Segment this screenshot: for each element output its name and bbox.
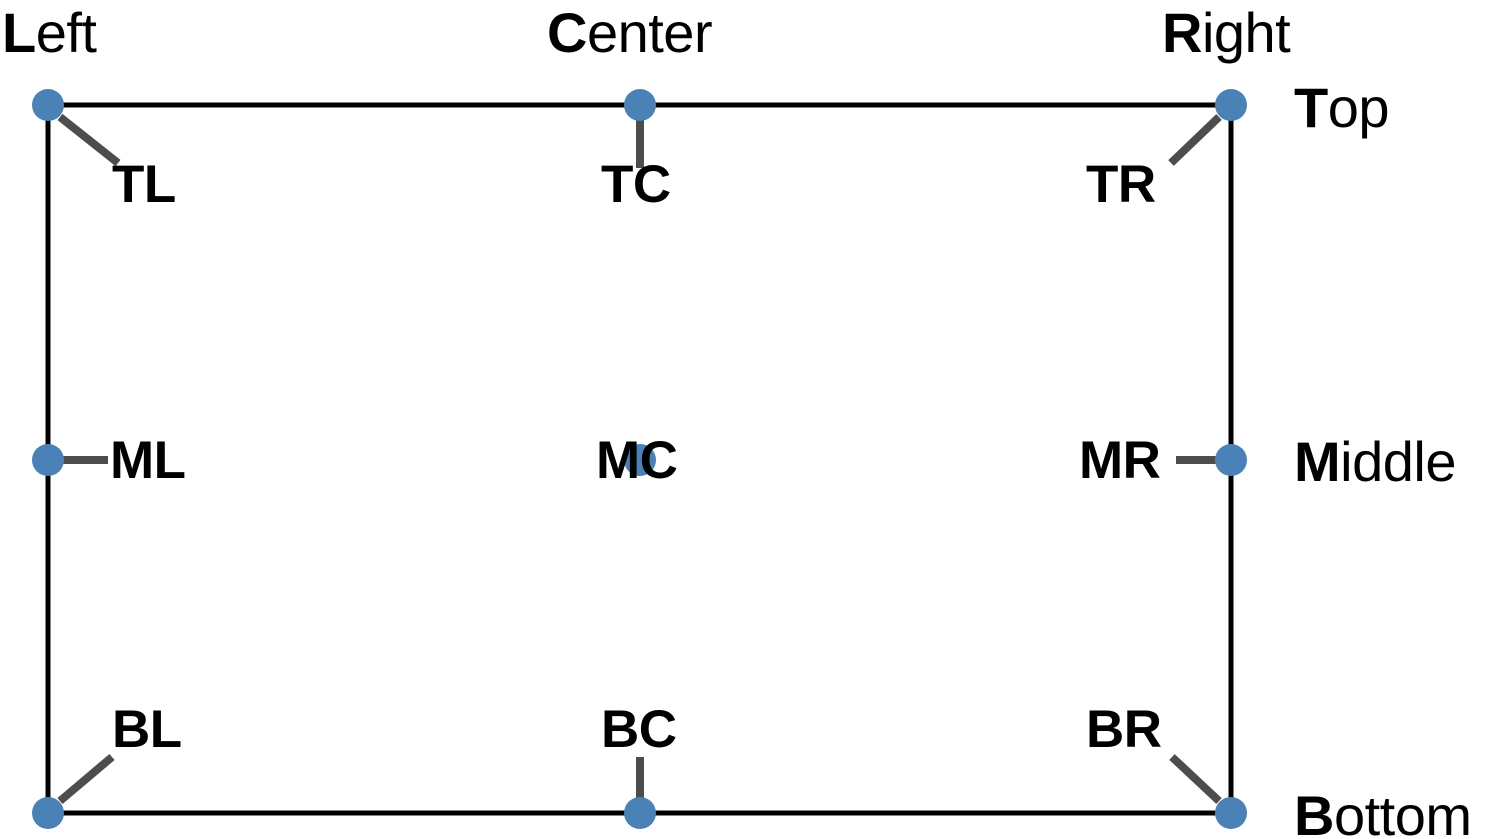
row-label-top-initial: T xyxy=(1294,76,1328,139)
column-label-left-initial: L xyxy=(2,1,36,64)
anchor-point-mr[interactable] xyxy=(1215,444,1247,476)
anchor-label-mr: MR xyxy=(1079,431,1161,490)
row-label-top: Top xyxy=(1294,80,1390,136)
anchor-label-br: BR xyxy=(1086,700,1162,759)
row-label-bottom-remainder: ottom xyxy=(1333,784,1472,839)
anchor-label-tc: TC xyxy=(601,155,671,214)
row-label-bottom-initial: B xyxy=(1294,784,1334,839)
column-label-right-remainder: ight xyxy=(1201,1,1291,64)
anchor-label-bc: BC xyxy=(601,700,677,759)
column-label-center: Center xyxy=(547,5,713,61)
anchor-label-tl: TL xyxy=(112,155,176,214)
column-label-center-initial: C xyxy=(547,1,587,64)
column-label-left: Left xyxy=(2,5,97,61)
column-label-right: Right xyxy=(1162,5,1291,61)
row-label-middle-initial: M xyxy=(1294,430,1341,493)
anchor-points xyxy=(32,89,1247,829)
anchor-point-bc[interactable] xyxy=(624,797,656,829)
anchor-point-br[interactable] xyxy=(1215,797,1247,829)
anchor-point-tr[interactable] xyxy=(1215,89,1247,121)
anchor-point-tc[interactable] xyxy=(624,89,656,121)
row-label-middle-remainder: iddle xyxy=(1340,430,1456,493)
row-label-middle: Middle xyxy=(1294,434,1456,490)
column-label-right-initial: R xyxy=(1162,1,1202,64)
anchor-point-tl[interactable] xyxy=(32,89,64,121)
anchor-point-bl[interactable] xyxy=(32,797,64,829)
column-label-center-remainder: enter xyxy=(586,1,713,64)
anchor-label-tr: TR xyxy=(1086,155,1156,214)
anchor-label-ml: ML xyxy=(110,431,186,490)
anchor-point-mc[interactable] xyxy=(624,444,656,476)
row-label-top-remainder: op xyxy=(1327,76,1390,139)
leader-line-tl xyxy=(57,113,121,167)
leader-lines xyxy=(57,113,1222,805)
anchor-label-bl: BL xyxy=(112,700,182,759)
leader-line-bl xyxy=(57,753,115,805)
row-label-bottom: Bottom xyxy=(1294,788,1472,839)
anchor-point-ml[interactable] xyxy=(32,444,64,476)
leader-line-br xyxy=(1169,754,1222,804)
leader-line-tr xyxy=(1168,114,1222,166)
column-label-left-remainder: eft xyxy=(35,1,97,64)
anchor-label-mc: MC xyxy=(596,431,678,490)
